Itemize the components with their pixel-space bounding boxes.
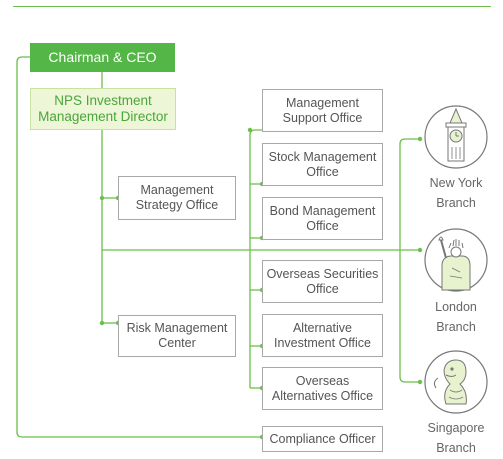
- strategy-office-box: Management Strategy Office: [118, 176, 236, 220]
- investment-director-label: NPS Investment Management Director: [38, 93, 168, 124]
- office-box-alternative-investment: Alternative Investment Office: [262, 314, 383, 357]
- investment-director-box: NPS Investment Management Director: [30, 88, 176, 130]
- merlion-icon: [424, 350, 488, 414]
- office-label: Bond Management Office: [269, 203, 376, 233]
- compliance-officer-box: Compliance Officer: [262, 426, 383, 452]
- strategy-office-label: Management Strategy Office: [135, 183, 219, 212]
- top-divider: [13, 6, 491, 7]
- office-label: Stock Management Office: [268, 149, 377, 179]
- office-box-stock-management: Stock Management Office: [262, 143, 383, 186]
- office-box-bond-management: Bond Management Office: [262, 197, 383, 240]
- risk-center-label: Risk Management Center: [126, 321, 228, 350]
- office-label: Overseas Alternatives Office: [271, 373, 374, 403]
- office-box-overseas-securities: Overseas Securities Office: [262, 260, 383, 303]
- big-ben-icon: [424, 105, 488, 169]
- office-label: Overseas Securities Office: [266, 266, 379, 296]
- risk-center-box: Risk Management Center: [118, 315, 236, 357]
- london-branch-label: London Branch: [435, 300, 477, 334]
- singapore-branch-label: Singapore Branch: [427, 421, 485, 455]
- chairman-ceo-label: Chairman & CEO: [48, 49, 157, 65]
- office-box-management-support: Management Support Office: [262, 89, 383, 132]
- chairman-ceo-box: Chairman & CEO: [30, 43, 175, 72]
- compliance-officer-label: Compliance Officer: [269, 431, 376, 446]
- new-york-branch-label: New York Branch: [429, 176, 483, 210]
- office-label: Alternative Investment Office: [273, 320, 372, 350]
- office-box-overseas-alternatives: Overseas Alternatives Office: [262, 367, 383, 410]
- statue-of-liberty-icon: [424, 228, 488, 292]
- office-label: Management Support Office: [282, 95, 363, 125]
